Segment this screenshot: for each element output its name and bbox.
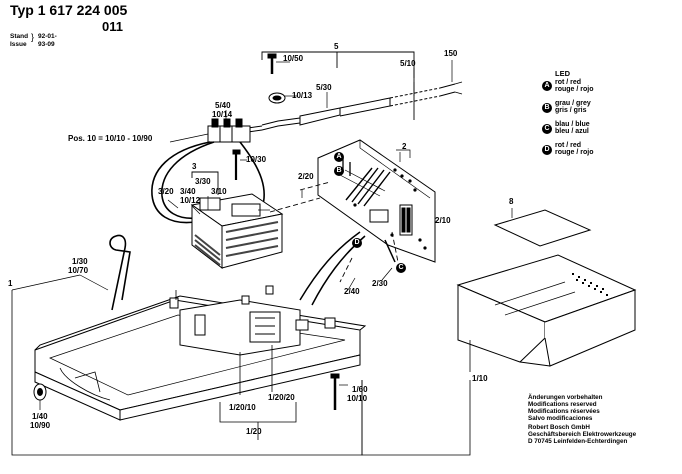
footer-line-3: Modifications réservées bbox=[528, 408, 600, 415]
label-1-20-20: 1/20/20 bbox=[268, 393, 295, 402]
label-3-40: 3/40 bbox=[180, 187, 196, 196]
legend-c-line2: bleu / azul bbox=[555, 128, 589, 135]
label-10-13: 10/13 bbox=[292, 91, 313, 100]
legend-badge-a: A bbox=[542, 81, 552, 91]
header-brace: } bbox=[31, 32, 35, 42]
label-3-10: 3/10 bbox=[211, 187, 227, 196]
spring-clip bbox=[109, 234, 131, 311]
transformer bbox=[190, 193, 284, 270]
badge-b: B bbox=[334, 166, 344, 176]
legend-b-line1: grau / grey bbox=[555, 100, 591, 107]
rubber-foot bbox=[33, 383, 47, 410]
label-2: 2 bbox=[402, 142, 407, 151]
footer-line-7: D 70745 Leinfelden-Echterdingen bbox=[528, 438, 628, 445]
position-note: Pos. 10 = 10/10 - 10/90 bbox=[68, 134, 153, 143]
label-3-20: 3/20 bbox=[158, 187, 174, 196]
issue-value: 93-09 bbox=[38, 41, 55, 48]
issue-label: Issue bbox=[10, 41, 27, 48]
legend-badge-d: D bbox=[542, 145, 552, 155]
label-5-40: 5/40 bbox=[215, 101, 231, 110]
badge-a: A bbox=[334, 152, 344, 162]
cord-clamp-10-13 bbox=[268, 92, 298, 104]
legend-badge-c: C bbox=[542, 124, 552, 134]
label-150: 150 bbox=[444, 49, 458, 58]
label-1: 1 bbox=[8, 279, 13, 288]
label-1-40: 1/40 bbox=[32, 412, 48, 421]
terminal-block bbox=[207, 110, 251, 143]
housing-cover bbox=[456, 254, 637, 372]
label-2-30: 2/30 bbox=[372, 279, 388, 288]
label-10-12: 10/12 bbox=[180, 196, 201, 205]
screw-10-30 bbox=[232, 149, 247, 180]
legend-d-line1: rot / red bbox=[555, 142, 582, 149]
label-10-70: 10/70 bbox=[68, 266, 89, 275]
legend-a-line2: rouge / rojo bbox=[555, 86, 594, 93]
footer-line-1: Änderungen vorbehalten bbox=[528, 394, 603, 401]
mains-cable bbox=[247, 60, 463, 133]
label-8: 8 bbox=[509, 197, 514, 206]
label-1-10: 1/10 bbox=[472, 374, 488, 383]
label-10-90: 10/90 bbox=[30, 421, 51, 430]
label-2-10: 2/10 bbox=[435, 216, 451, 225]
misc-leaders bbox=[11, 133, 393, 291]
label-5: 5 bbox=[334, 42, 339, 51]
label-1-60: 1/60 bbox=[352, 385, 368, 394]
label-5-30: 5/30 bbox=[316, 83, 332, 92]
label-10-30: 10/30 bbox=[246, 155, 267, 164]
label-5-10: 5/10 bbox=[400, 59, 416, 68]
label-1-20-10: 1/20/10 bbox=[229, 403, 256, 412]
label-3: 3 bbox=[192, 162, 197, 171]
variant-number: 011 bbox=[102, 19, 123, 34]
legend-c-line1: blau / blue bbox=[555, 121, 590, 128]
label-1-20: 1/20 bbox=[246, 427, 262, 436]
footer-line-4: Salvo modificaciones bbox=[528, 415, 593, 422]
base-leaders bbox=[11, 290, 471, 456]
label-2-40: 2/40 bbox=[344, 287, 360, 296]
circuit-board bbox=[317, 139, 436, 263]
type-number: Typ 1 617 224 005 bbox=[10, 2, 128, 18]
label-10-50: 10/50 bbox=[283, 54, 304, 63]
label-3-30: 3/30 bbox=[195, 177, 211, 186]
screw-1-60 bbox=[330, 373, 348, 410]
screw-10-50 bbox=[267, 53, 290, 74]
bracket-group-3 bbox=[167, 171, 219, 215]
legend-d-line2: rouge / rojo bbox=[555, 149, 594, 156]
footer-line-2: Modifications reserved bbox=[528, 401, 597, 408]
footer-line-5: Robert Bosch GmbH bbox=[528, 424, 590, 431]
legend-title: LED bbox=[555, 69, 570, 78]
dashed-guides bbox=[269, 181, 399, 283]
badge-c: C bbox=[396, 263, 406, 273]
label-2-20: 2/20 bbox=[298, 172, 314, 181]
stand-value: 92-01- bbox=[38, 33, 57, 40]
label-plate bbox=[493, 208, 592, 247]
stand-label: Stand bbox=[10, 33, 29, 40]
badge-d: D bbox=[352, 238, 362, 248]
legend-badge-b: B bbox=[542, 103, 552, 113]
legend-a-line1: rot / red bbox=[555, 79, 582, 86]
footer-line-6: Geschäftsbereich Elektrowerkzeuge bbox=[528, 431, 637, 438]
base-housing bbox=[34, 285, 367, 421]
label-1-30: 1/30 bbox=[72, 257, 88, 266]
label-10-14: 10/14 bbox=[212, 110, 233, 119]
label-10-10: 10/10 bbox=[347, 394, 368, 403]
legend-b-line2: gris / gris bbox=[555, 107, 587, 114]
